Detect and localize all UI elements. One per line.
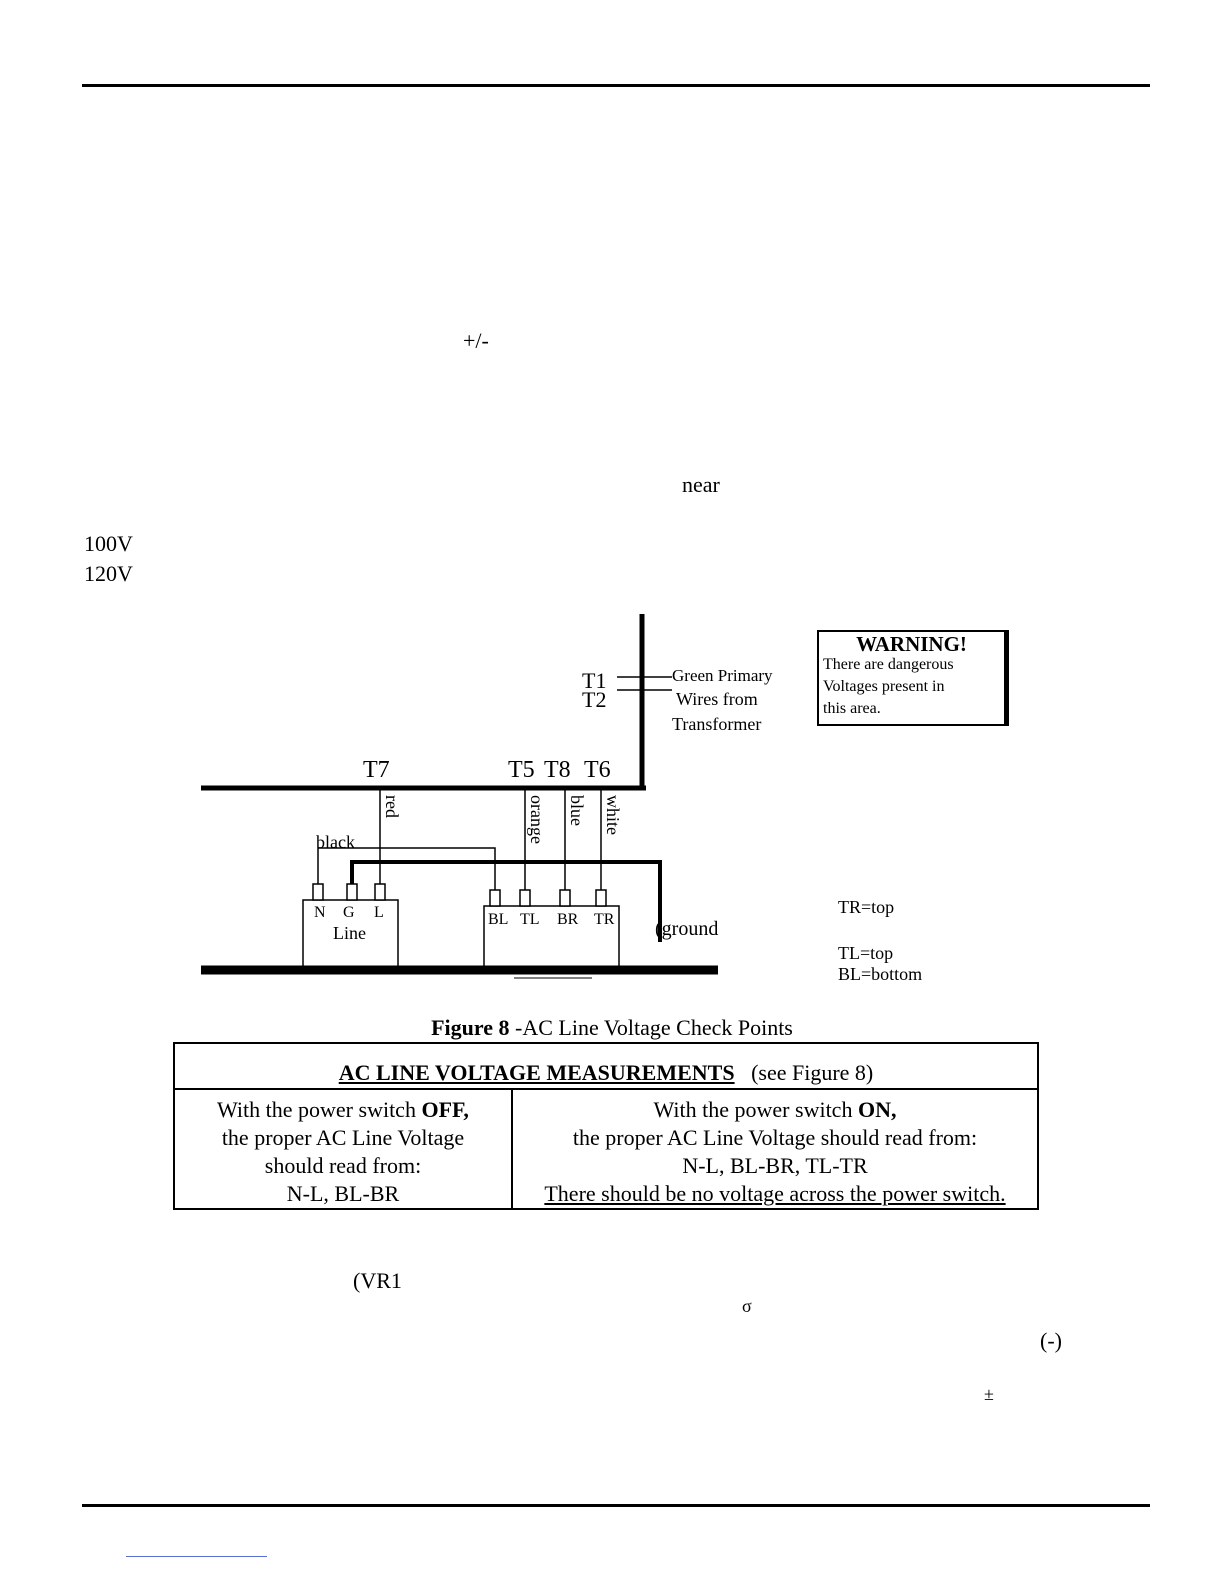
primary-note-2: Wires from [676, 689, 758, 709]
footer-link-underline[interactable] [126, 1556, 267, 1557]
table-title: AC LINE VOLTAGE MEASUREMENTS [338, 1060, 735, 1085]
on-state: ON, [857, 1097, 897, 1122]
warning-line-3: this area. [823, 700, 881, 717]
fragment-plus-minus: +/- [463, 328, 489, 353]
on-line-4: There should be no voltage across the po… [544, 1181, 1006, 1206]
switch-pin-tl: TL [520, 911, 540, 928]
off-line-2: the proper AC Line Voltage [221, 1125, 465, 1150]
primary-note-1: Green Primary [672, 666, 773, 685]
bottom-rule [82, 1504, 1150, 1507]
terminal-t7: T7 [363, 757, 390, 783]
line-pin-n: N [314, 904, 326, 921]
terminal-t8: T8 [544, 757, 571, 783]
table-header: AC LINE VOLTAGE MEASUREMENTS (see Figure… [173, 1042, 1039, 1090]
on-line-1: With the power switch [653, 1097, 858, 1122]
wire-label-red: red [382, 795, 402, 818]
warning-line-1: There are dangerous [823, 656, 954, 673]
off-line-4: N-L, BL-BR [286, 1181, 400, 1206]
on-line-3: N-L, BL-BR, TL-TR [682, 1153, 868, 1178]
line-pin-l: L [374, 904, 384, 921]
warning-title: WARNING! [856, 632, 967, 656]
fragment-sigma: σ [742, 1296, 752, 1316]
legend-bl: BL=bottom [838, 964, 922, 984]
wire-label-orange: orange [527, 795, 547, 844]
ac-line-wiring-diagram: T1 T2 Green Primary Wires from Transform… [201, 614, 922, 984]
warning-box: WARNING! There are dangerous Voltages pr… [817, 630, 1009, 726]
wire-label-black: black [316, 832, 355, 852]
switch-off-cell: With the power switch OFF, the proper AC… [173, 1088, 513, 1210]
legend-tl: TL=top [838, 943, 893, 963]
switch-pin-br: BR [557, 911, 579, 928]
terminal-t5: T5 [508, 757, 535, 783]
terminal-t2: T2 [582, 687, 606, 712]
switch-on-cell: With the power switch ON, the proper AC … [511, 1088, 1039, 1210]
line-pin-g: G [343, 904, 355, 921]
table-title-ref: (see Figure 8) [751, 1060, 874, 1085]
off-state: OFF, [421, 1097, 469, 1122]
on-line-2: the proper AC Line Voltage should read f… [572, 1125, 978, 1150]
top-rule [82, 84, 1150, 87]
line-block-label: Line [333, 923, 366, 943]
switch-pin-bl: BL [488, 911, 508, 928]
primary-note-3: Transformer [672, 714, 761, 734]
off-line-1: With the power switch [217, 1097, 422, 1122]
fragment-vr1: (VR1 [353, 1268, 402, 1293]
fragment-near: near [682, 472, 720, 497]
figure-number: Figure 8 [431, 1015, 510, 1040]
fragment-minus-paren: (-) [1040, 1328, 1062, 1353]
fragment-120v: 120V [84, 561, 133, 586]
legend-tr: TR=top [838, 897, 894, 917]
terminal-t6: T6 [584, 757, 611, 783]
switch-pin-tr: TR [594, 911, 615, 928]
off-line-3: should read from: [264, 1153, 422, 1178]
figure-caption-text: -AC Line Voltage Check Points [515, 1015, 793, 1040]
fragment-plus-minus-sign: ± [984, 1384, 994, 1404]
terminal-t1: T1 [582, 668, 606, 693]
wire-label-white: white [603, 795, 623, 835]
ac-line-voltage-table: AC LINE VOLTAGE MEASUREMENTS (see Figure… [173, 1042, 1039, 1210]
warning-line-2: Voltages present in [823, 678, 945, 695]
figure-caption: Figure 8 -AC Line Voltage Check Points [0, 1015, 1224, 1041]
ground-label: (ground [655, 918, 718, 940]
wire-label-blue: blue [567, 795, 587, 826]
fragment-100v: 100V [84, 531, 133, 556]
